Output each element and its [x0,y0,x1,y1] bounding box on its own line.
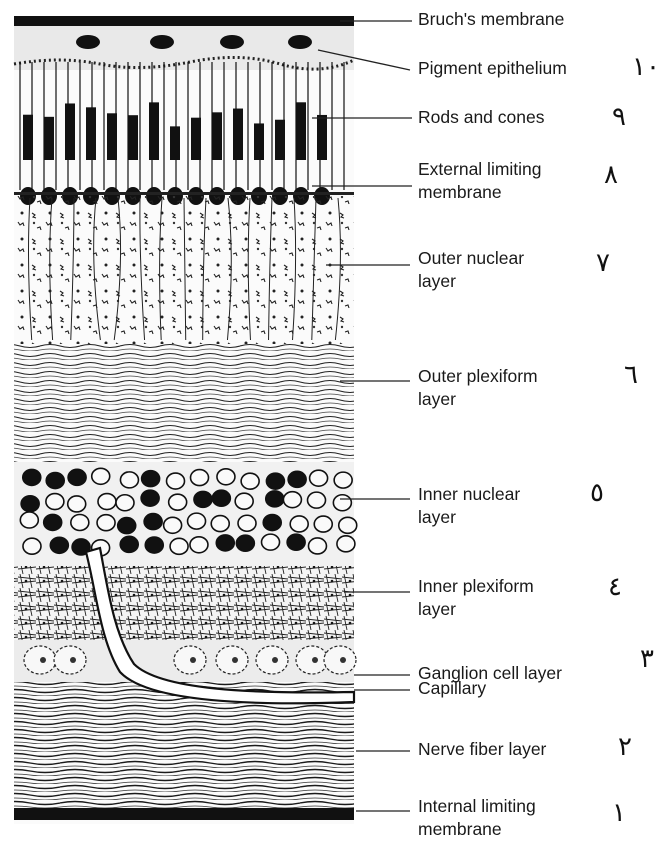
label-line: Inner nuclear [418,483,520,506]
label-line: Rods and cones [418,106,544,129]
label-line: Outer nuclear [418,247,524,270]
label-line: layer [418,598,534,621]
label-line: Capillary [418,677,486,700]
label-inner-nuclear-layer: Inner nuclearlayer [418,483,520,529]
bruchs-membrane-band [14,16,354,26]
pigment-nucleus [76,35,100,49]
handwritten-number-external-limiting-membrane: ٨ [604,162,618,188]
handwritten-number-pigment-epithelium: ١٠ [632,54,660,80]
pigment-nucleus [220,35,244,49]
label-line: layer [418,388,538,411]
label-line: Inner plexiform [418,575,534,598]
label-line: Nerve fiber layer [418,738,546,761]
label-line: Pigment epithelium [418,57,567,80]
internal-limiting-membrane-band [14,808,354,820]
label-nerve-fiber-layer: Nerve fiber layer [418,738,546,761]
handwritten-number-ganglion-cell-layer: ٣ [640,646,654,672]
label-line: membrane [418,181,542,204]
label-capillary: Capillary [418,677,486,700]
label-line: layer [418,506,520,529]
label-line: External limiting [418,158,542,181]
label-line: Outer plexiform [418,365,538,388]
inner-plexiform-band [14,566,354,640]
label-bruchs-membrane: Bruch's membrane [418,8,564,31]
label-line: Internal limiting [418,795,536,818]
handwritten-number-rods-and-cones: ٩ [612,104,626,130]
external-limiting-membrane-line [14,192,354,195]
handwritten-number-internal-limiting-membrane: ١ [612,800,626,826]
outer-plexiform-band [14,344,354,462]
label-rods-and-cones: Rods and cones [418,106,544,129]
label-inner-plexiform-layer: Inner plexiformlayer [418,575,534,621]
label-line: membrane [418,818,536,841]
label-outer-nuclear-layer: Outer nuclearlayer [418,247,524,293]
handwritten-number-inner-plexiform-layer: ٤ [608,574,622,600]
handwritten-number-inner-nuclear-layer: ٥ [590,480,604,506]
label-internal-limiting-membrane: Internal limitingmembrane [418,795,536,841]
handwritten-number-outer-nuclear-layer: ٧ [596,250,610,276]
label-pigment-epithelium: Pigment epithelium [418,57,567,80]
label-line: Bruch's membrane [418,8,564,31]
pigment-nucleus [150,35,174,49]
label-external-limiting-membrane: External limitingmembrane [418,158,542,204]
handwritten-number-outer-plexiform-layer: ٦ [624,362,638,388]
handwritten-number-nerve-fiber-layer: ٢ [618,734,632,760]
label-line: layer [418,270,524,293]
label-outer-plexiform-layer: Outer plexiformlayer [418,365,538,411]
pigment-nucleus [288,35,312,49]
